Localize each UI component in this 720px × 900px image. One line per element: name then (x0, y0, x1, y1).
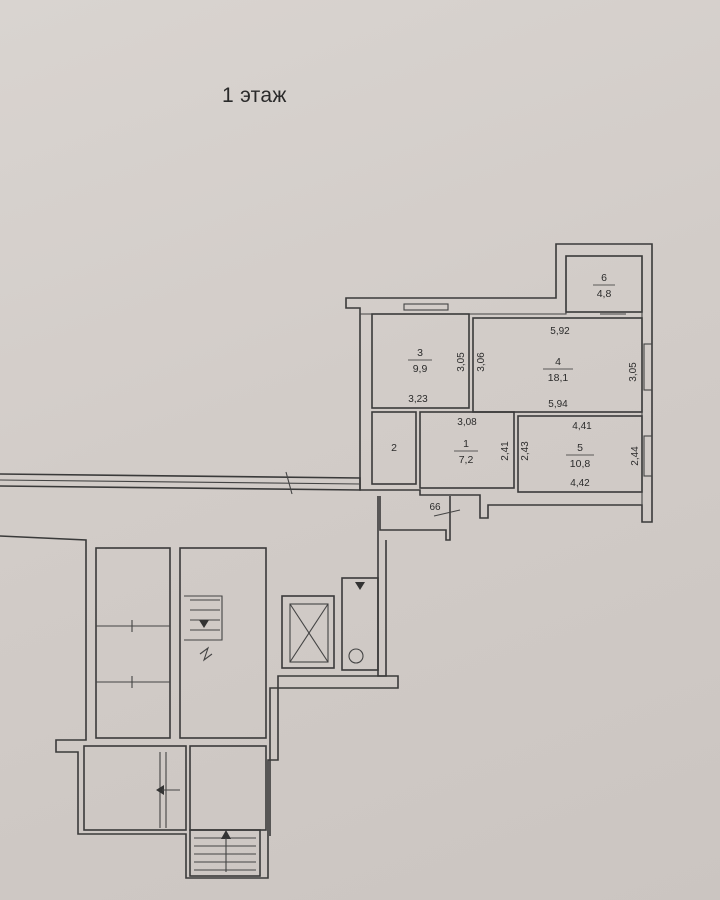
stair-block-walls (0, 496, 399, 879)
room-4-area: 18,1 (548, 372, 569, 384)
dim-corridor: 66 (429, 502, 441, 513)
dim-room5-left: 2,43 (520, 441, 531, 461)
room-labels: 6 4,8 3 9,9 4 18,1 2 1 7,2 5 10,8 (391, 272, 615, 470)
dim-room5-top: 4,41 (572, 421, 592, 432)
floor-title: 1 этаж (222, 84, 287, 107)
room-3-number: 3 (417, 347, 423, 359)
room-5-number: 5 (577, 442, 583, 454)
room-1-number: 1 (463, 438, 469, 450)
arrow-up-icon (221, 830, 231, 839)
room-3-area: 9,9 (413, 363, 428, 375)
dim-room5-bottom: 4,42 (570, 478, 590, 489)
arrow-left-icon (156, 785, 164, 795)
corridor-walls (0, 471, 361, 495)
dim-room1-right: 2,41 (500, 441, 511, 461)
room-1-area: 7,2 (459, 454, 474, 466)
dim-room4-bottom: 5,94 (548, 399, 568, 410)
room-2-number: 2 (391, 442, 397, 454)
dimension-labels: 5,92 3,05 3,06 3,05 3,23 5,94 3,08 4,41 … (408, 326, 641, 513)
dim-room3-bottom: 3,23 (408, 394, 428, 405)
stair-arrows (156, 582, 365, 872)
dim-room1-top: 3,08 (457, 417, 477, 428)
dim-room3-right: 3,05 (456, 352, 467, 372)
room-6-area: 4,8 (597, 288, 612, 300)
apartment-walls (345, 243, 653, 541)
arrow-down-icon (199, 620, 209, 628)
dim-room4-top: 5,92 (550, 326, 570, 337)
arrow-down-icon (355, 582, 365, 590)
dim-room5-right: 2,44 (630, 446, 641, 466)
room-5-area: 10,8 (570, 458, 591, 470)
dim-room4-left: 3,06 (476, 352, 487, 372)
room-6-number: 6 (601, 272, 607, 284)
room-4-number: 4 (555, 356, 561, 368)
dim-room4-right: 3,05 (628, 362, 639, 382)
